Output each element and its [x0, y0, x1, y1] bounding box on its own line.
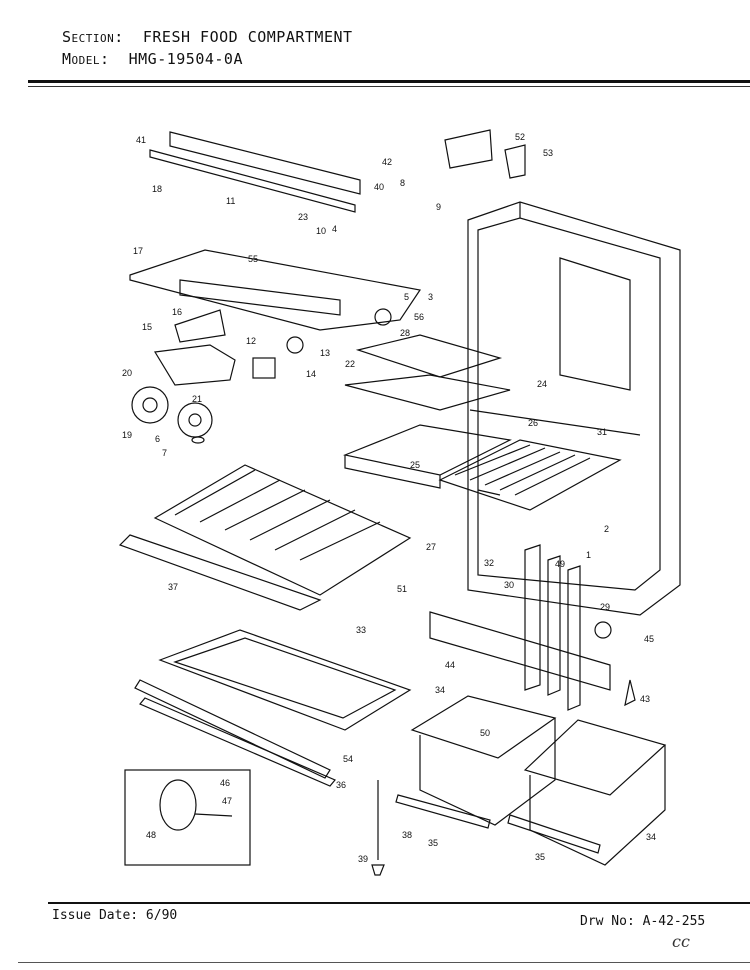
callout-label: 49 — [555, 559, 565, 569]
glass-shelf-33 — [158, 629, 412, 731]
callout-labels: 1 2 3 4 5 6 7 8 9 10 11 12 13 14 15 16 1… — [122, 132, 656, 864]
footer-rule — [48, 902, 750, 904]
exploded-parts-diagram: 1 2 3 4 5 6 7 8 9 10 11 12 13 14 15 16 1… — [118, 129, 681, 876]
callout-label: 52 — [515, 132, 525, 142]
bracket-52 — [444, 129, 493, 169]
callout-label: 56 — [414, 312, 424, 322]
callout-label: 28 — [400, 328, 410, 338]
callout-label: 10 — [316, 226, 326, 236]
section-header: Section: FRESH FOOD COMPARTMENT — [62, 28, 353, 46]
model-value: HMG-19504-0A — [128, 50, 243, 68]
callout-label: 27 — [426, 542, 436, 552]
callout-label: 43 — [640, 694, 650, 704]
callout-label: 18 — [152, 184, 162, 194]
callout-label: 35 — [428, 838, 438, 848]
cam-45 — [594, 621, 612, 639]
control-housing — [129, 249, 422, 331]
wire-shelf-right — [438, 439, 622, 511]
callout-label: 22 — [345, 359, 355, 369]
inset-roller-box — [124, 769, 251, 866]
top-trim-bars — [149, 131, 361, 213]
callout-label: 5 — [404, 292, 409, 302]
bracket-20 — [154, 344, 236, 386]
callout-label: 51 — [397, 584, 407, 594]
callout-label: 8 — [400, 178, 405, 188]
model-header: Model: HMG-19504-0A — [62, 50, 243, 68]
rail-30 — [524, 544, 541, 691]
knob-43 — [624, 679, 636, 707]
callout-label: 29 — [600, 602, 610, 612]
callout-label: 48 — [146, 830, 156, 840]
crisper-right — [523, 719, 667, 866]
callout-label: 46 — [220, 778, 230, 788]
callout-label: 45 — [644, 634, 654, 644]
door-shelf-44 — [429, 611, 611, 691]
meat-keeper-assembly — [342, 334, 512, 489]
callout-label: 40 — [374, 182, 384, 192]
drawing-number: Drw No: A-42-255 — [580, 914, 706, 929]
callout-label: 1 — [586, 550, 591, 560]
callout-label: 54 — [343, 754, 353, 764]
callout-label: 42 — [382, 157, 392, 167]
fan-part-19 — [131, 386, 169, 424]
callout-label: 11 — [226, 196, 235, 206]
callout-label: 35 — [535, 852, 545, 862]
header-rule-thin — [28, 86, 750, 87]
callout-label: 50 — [480, 728, 490, 738]
callout-label: 55 — [248, 254, 258, 264]
issue-date: Issue Date: 6/90 — [52, 908, 178, 923]
section-value: FRESH FOOD COMPARTMENT — [142, 28, 353, 46]
slide-35a — [395, 794, 491, 829]
callout-label: 41 — [136, 135, 146, 145]
callout-label: 16 — [172, 307, 182, 317]
callout-label: 3 — [428, 292, 433, 302]
callout-label: 38 — [402, 830, 412, 840]
callout-label: 37 — [168, 582, 178, 592]
callout-label: 4 — [332, 224, 337, 234]
cabinet-outline — [467, 201, 681, 616]
callout-label: 33 — [356, 625, 366, 635]
callout-label: 47 — [222, 796, 232, 806]
section-key: Section: — [62, 28, 124, 46]
callout-label: 21 — [192, 394, 202, 404]
bracket-53 — [504, 144, 526, 179]
callout-label: 13 — [320, 348, 330, 358]
callout-label: 9 — [436, 202, 441, 212]
callout-label: 17 — [133, 246, 143, 256]
callout-label: 34 — [646, 832, 656, 842]
model-key: Model: — [62, 50, 110, 68]
callout-label: 25 — [410, 460, 420, 470]
callout-label: 6 — [155, 434, 160, 444]
shelf-trim-54 — [134, 679, 331, 779]
callout-label: 32 — [484, 558, 494, 568]
callout-label: 19 — [122, 430, 132, 440]
callout-label: 31 — [597, 427, 607, 437]
fan-part-6 — [177, 402, 213, 438]
callout-label: 39 — [358, 854, 368, 864]
callout-label: 24 — [537, 379, 547, 389]
callout-label: 36 — [336, 780, 346, 790]
callout-label: 2 — [604, 524, 609, 534]
callout-label: 44 — [445, 660, 455, 670]
wire-shelf-left — [118, 464, 412, 611]
callout-label: 30 — [504, 580, 514, 590]
callout-label: 20 — [122, 368, 132, 378]
callout-label: 12 — [246, 336, 256, 346]
callout-label: 7 — [162, 448, 167, 458]
header-rule — [28, 80, 750, 83]
callout-label: 34 — [435, 685, 445, 695]
callout-label: 53 — [543, 148, 553, 158]
callout-label: 14 — [306, 369, 316, 379]
callout-label: 23 — [298, 212, 308, 222]
callout-label: 15 — [142, 322, 152, 332]
crisper-left — [410, 695, 557, 826]
handwritten-initials: cc — [672, 932, 690, 951]
bottom-rule — [18, 962, 750, 963]
callout-label: 26 — [528, 418, 538, 428]
